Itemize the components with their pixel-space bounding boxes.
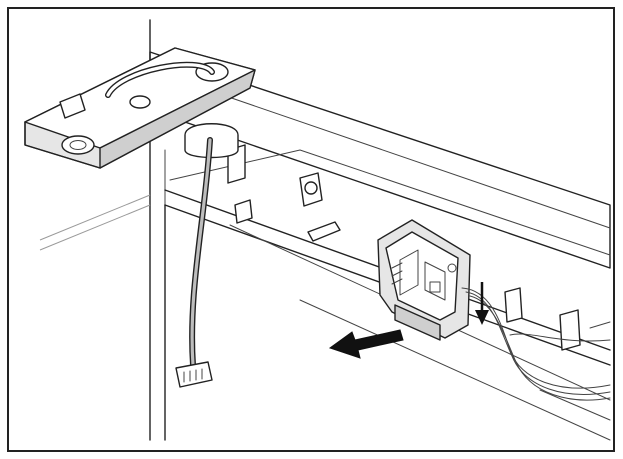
mounting-bracket-icon [24, 47, 256, 169]
downward-arrow-icon [475, 282, 489, 325]
sensor-module-icon [377, 219, 471, 341]
chassis-housing [39, 19, 611, 441]
wire-harness-icon [189, 137, 213, 368]
right-wire-bundle [461, 287, 611, 401]
connector-icon [175, 361, 213, 388]
removal-arrow-icon [328, 329, 404, 359]
